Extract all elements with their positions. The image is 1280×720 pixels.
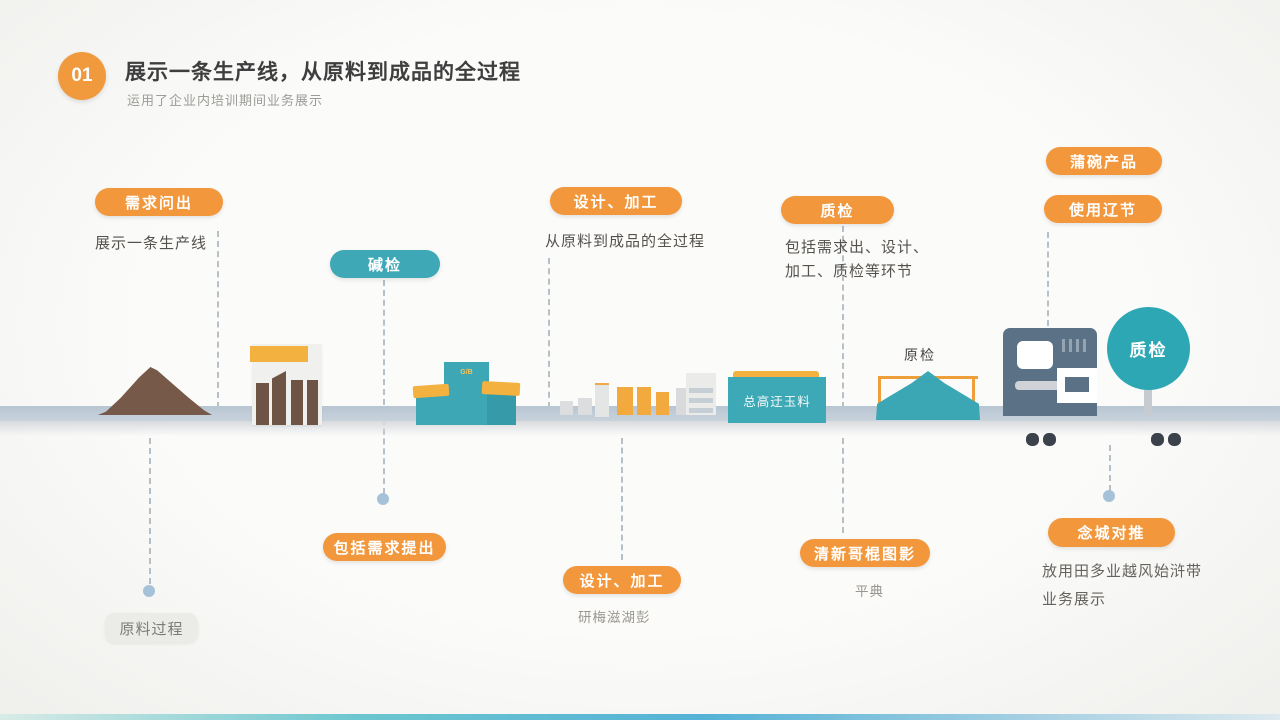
- caption-clear-style: 平典: [855, 584, 884, 599]
- section-number-badge: 01: [58, 52, 106, 100]
- factory-awning-left: [412, 383, 450, 399]
- caption-multi-scene-line1: 放用田多业越风始浒带: [1042, 563, 1203, 580]
- pill-clear-style: 清新哥棍图影: [800, 539, 930, 567]
- machine-tick: [1069, 339, 1072, 352]
- raw-material-pile-icon: [98, 367, 212, 415]
- caption-quality-line1: 包括需求出、设计、: [785, 239, 930, 256]
- quality-sign-label: 质检: [1129, 341, 1168, 360]
- machine-icon: [1003, 328, 1097, 416]
- machine-tick: [1076, 339, 1079, 352]
- cluster-bar: [578, 398, 592, 415]
- building-stripe: [689, 388, 713, 393]
- factory-wing-right: [487, 393, 516, 425]
- factory-wing-left: [416, 393, 446, 425]
- pill-material-check: 碱检: [330, 250, 440, 278]
- connector-dot-include-demand: [377, 493, 389, 505]
- cluster-bar-orange: [617, 387, 633, 415]
- pill-raw-process: 原料过程: [105, 613, 198, 643]
- machine-slot: [1015, 381, 1061, 390]
- factory-tower: G/B: [444, 362, 489, 425]
- cluster-building: [686, 373, 716, 415]
- silo-bar: [291, 380, 303, 425]
- tent-label: 原检: [904, 347, 936, 363]
- material-box-body: 总高迂玉料: [728, 377, 826, 423]
- connector-dot-raw-process: [143, 585, 155, 597]
- page-title: 展示一条生产线，从原料到成品的全过程: [125, 61, 521, 84]
- connector-design-bottom: [621, 438, 623, 560]
- machine-panel: [1057, 368, 1097, 403]
- machine-panel-screen: [1065, 377, 1089, 392]
- cluster-bar: [560, 401, 573, 415]
- connector-raw-process: [149, 438, 151, 584]
- pill-design-top: 设计、加工: [550, 187, 682, 215]
- material-box-lid: [733, 371, 819, 379]
- cluster-bar: [595, 383, 609, 417]
- silo-roof-band: [250, 346, 308, 362]
- machine-tick: [1062, 339, 1065, 352]
- tent-frame-leg: [878, 376, 881, 418]
- section-number: 01: [71, 65, 93, 86]
- building-stripe: [689, 408, 713, 413]
- page-subtitle: 运用了企业内培训期间业务展示: [127, 93, 324, 108]
- caption-design: 从原料到成品的全过程: [545, 233, 706, 250]
- machine-screen: [1017, 341, 1053, 369]
- caption-quality-line2: 加工、质检等环节: [785, 263, 914, 280]
- silo-building-icon: [250, 344, 322, 425]
- pill-demand: 需求问出: [95, 188, 223, 216]
- building-stripe: [689, 398, 713, 403]
- pill-finished-product: 蒲碗产品: [1046, 147, 1162, 175]
- caption-quality: 包括需求出、设计、 加工、质检等环节: [785, 236, 929, 284]
- silo-bar: [272, 371, 286, 425]
- connector-demand: [217, 231, 219, 408]
- pill-design-bottom: 设计、加工: [563, 566, 681, 594]
- material-box-label: 总高迂玉料: [743, 394, 811, 409]
- wheel-icon: [1168, 433, 1181, 446]
- timeline-rail-shadow: [0, 421, 1280, 436]
- factory-icon: G/B: [412, 362, 521, 425]
- connector-clear-style: [842, 438, 844, 533]
- silo-bar: [256, 383, 269, 425]
- caption-design-bottom: 研梅滋湖彭: [578, 610, 651, 625]
- tent-frame-leg: [972, 376, 975, 418]
- wheel-icon: [1043, 433, 1056, 446]
- connector-usage: [1047, 232, 1049, 326]
- silo-bar: [307, 380, 318, 425]
- factory-mark: G/B: [460, 369, 473, 376]
- material-box-icon: 总高迂玉料: [728, 371, 826, 423]
- pill-include-demand: 包括需求提出: [323, 533, 446, 561]
- connector-multi-scene: [1109, 445, 1111, 491]
- bottom-accent-strip: [0, 714, 1280, 720]
- caption-multi-scene: 放用田多业越风始浒带 业务展示: [1042, 558, 1202, 614]
- pill-multi-scene: 念城对推: [1048, 518, 1175, 547]
- factory-awning-right: [481, 381, 521, 396]
- sign-pole: [1144, 385, 1152, 415]
- cluster-bar-orange: [656, 392, 669, 415]
- pill-usage-stage: 使用辽节: [1044, 195, 1162, 223]
- pill-quality-top: 质检: [781, 196, 894, 224]
- wheel-icon: [1151, 433, 1164, 446]
- tent-icon: 原检: [876, 345, 980, 420]
- connector-material-check: [383, 280, 385, 494]
- caption-demand: 展示一条生产线: [95, 235, 208, 252]
- cluster-bar-orange: [637, 387, 651, 415]
- connector-design-top: [548, 258, 550, 408]
- caption-multi-scene-line2: 业务展示: [1042, 591, 1107, 608]
- quality-sign-icon: 质检: [1107, 307, 1190, 390]
- machine-tick: [1083, 339, 1086, 352]
- connector-quality-top: [842, 226, 844, 408]
- cluster-bar: [676, 388, 688, 415]
- wheel-icon: [1026, 433, 1039, 446]
- bar-cluster-icon: [558, 370, 718, 417]
- connector-dot-multi-scene: [1103, 490, 1115, 502]
